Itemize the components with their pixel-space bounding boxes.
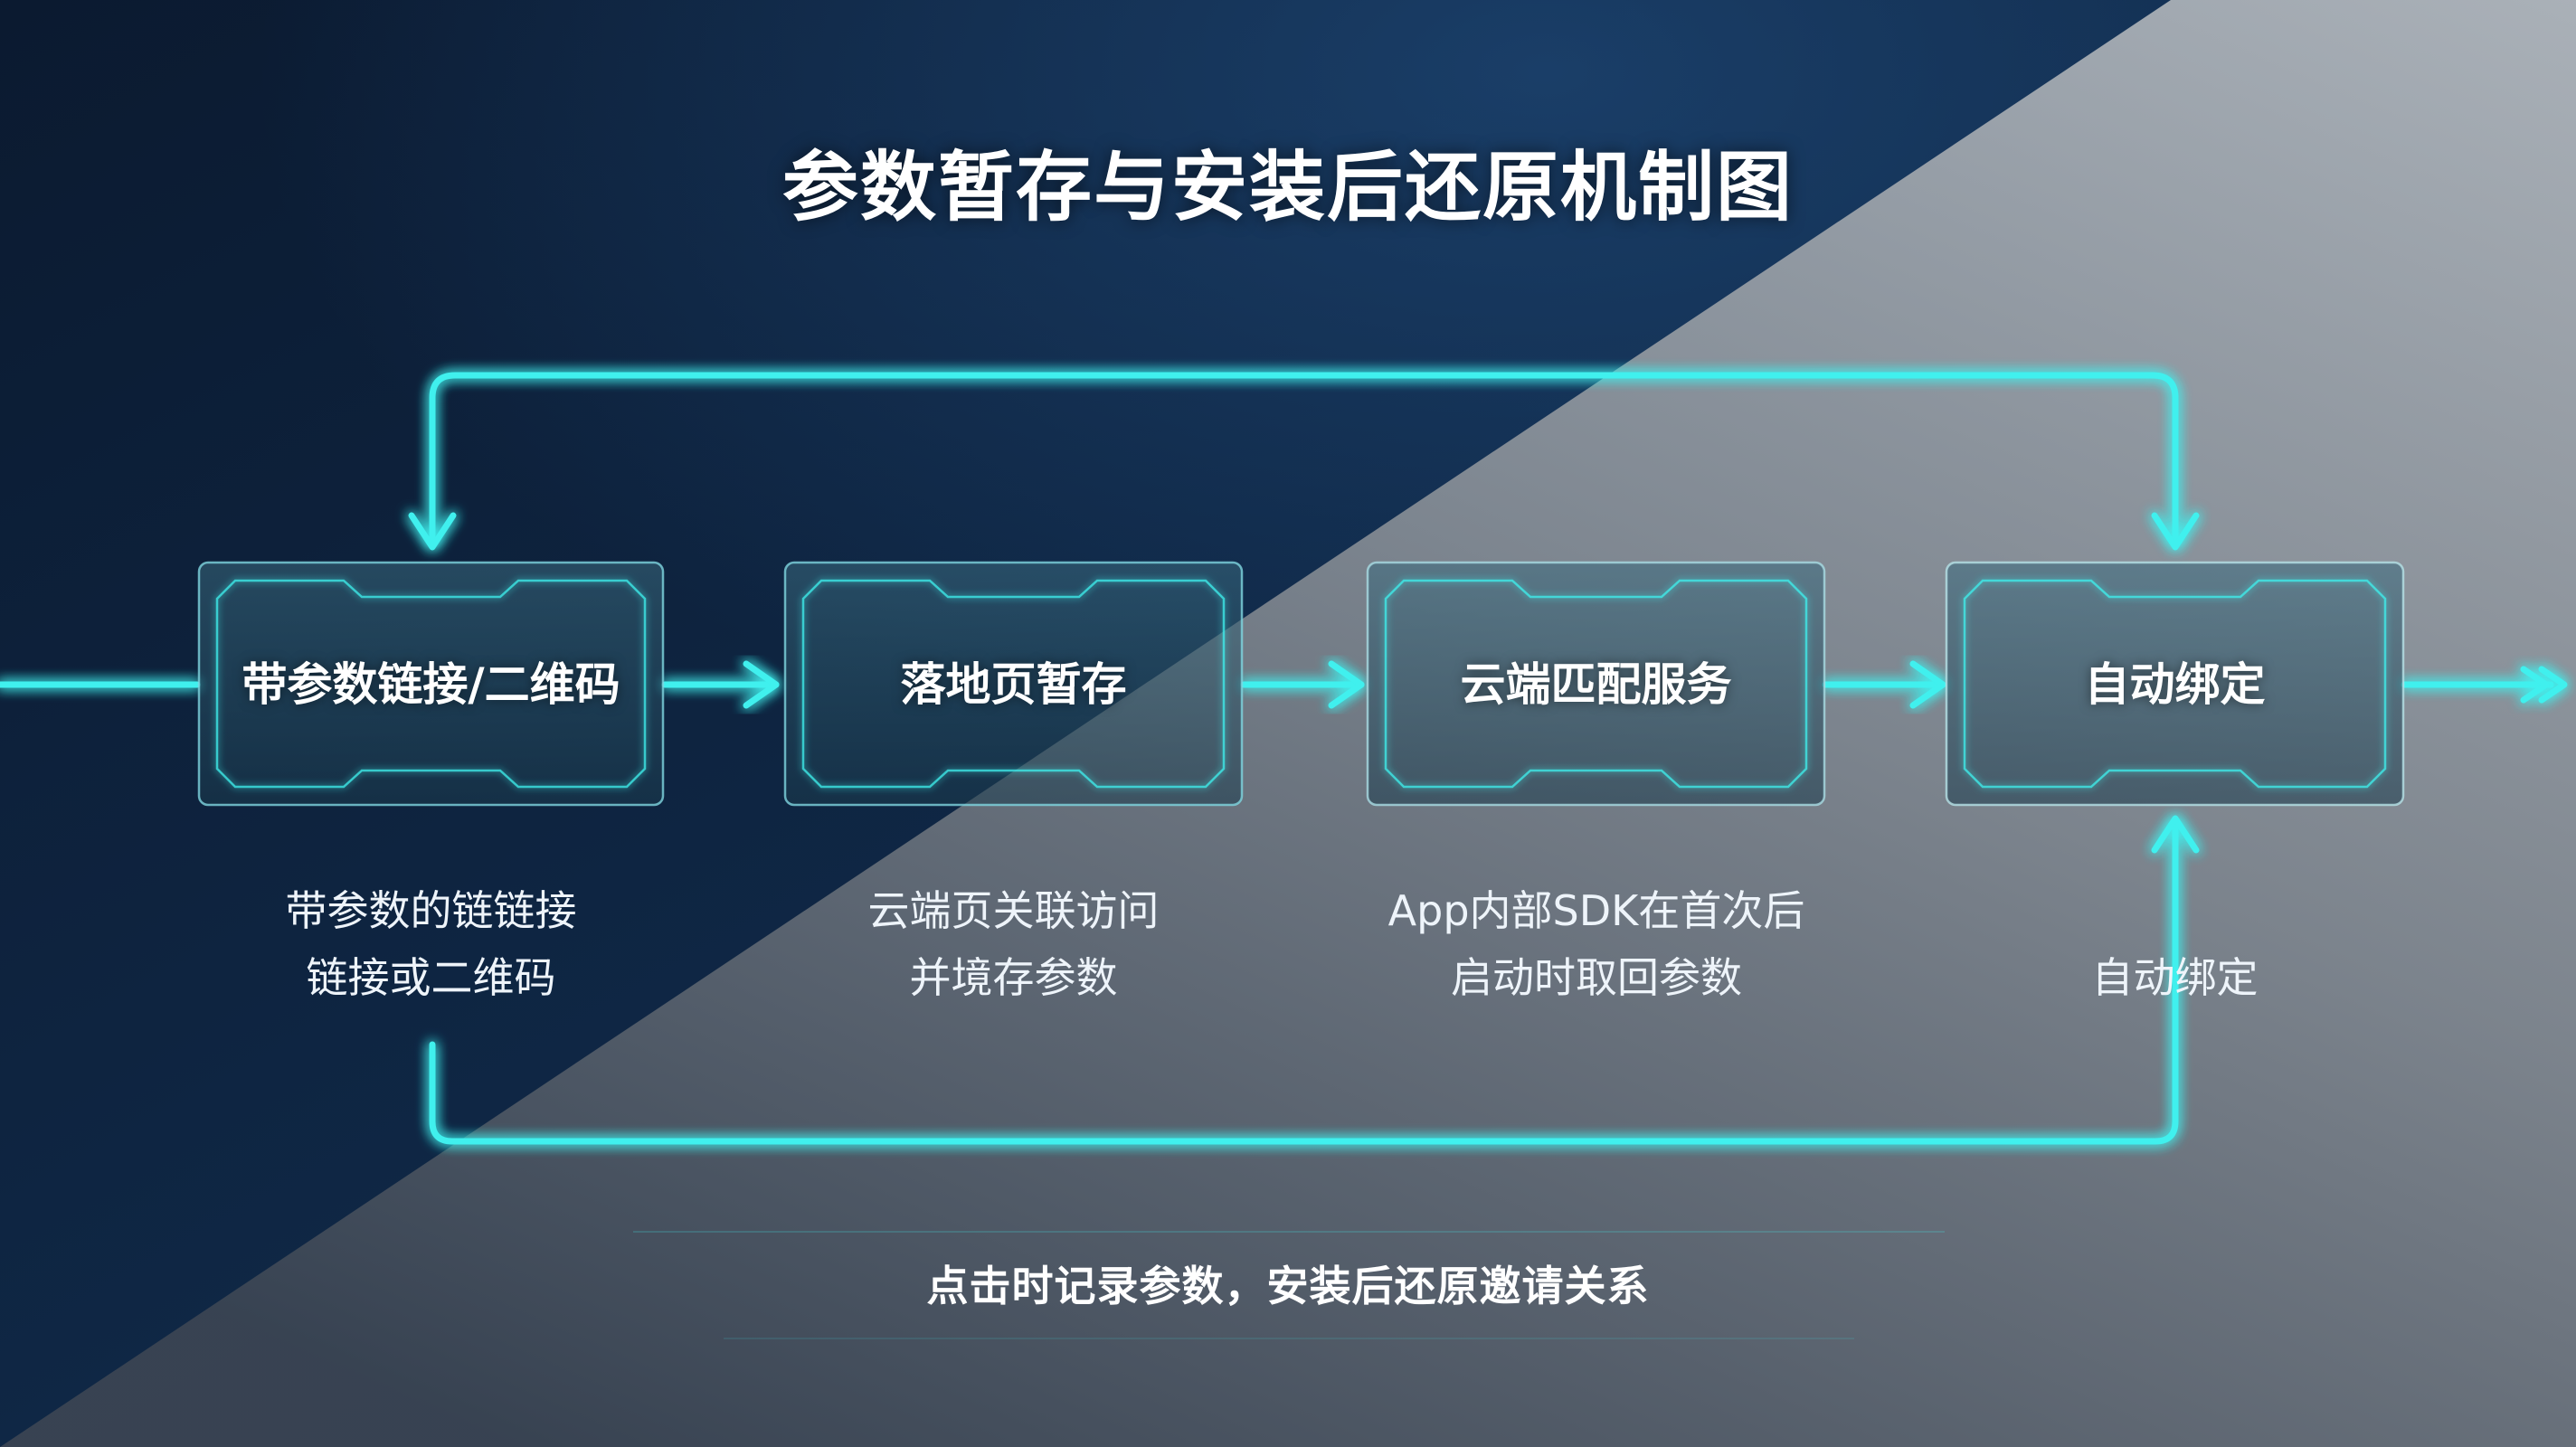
node-desc-3: App内部SDK在首次后 启动时取回参数 [1330,877,1863,1011]
node-desc-1-line-1: 带参数的链链接 [285,886,577,935]
node-label-2: 落地页暂存 [900,658,1127,711]
footer-caption: 点击时记录参数，安装后还原邀请关系 [926,1262,1650,1310]
flow-arrows [0,660,2568,709]
node-label-4: 自动绑定 [2084,658,2266,711]
diagram-title: 参数暂存与安装后还原机制图 [781,143,1794,232]
node-desc-1: 带参数的链链接 链接或二维码 [199,877,663,1011]
node-box-4 [1945,561,2405,807]
node-desc-2-line-1: 云端页关联访问 [867,886,1160,935]
top-loop-connector [408,372,2200,551]
node-desc-2-line-2: 并境存参数 [909,953,1118,1002]
node-desc-3-line-2: 启动时取回参数 [1451,953,1742,1002]
node-box-3 [1366,561,1826,807]
node-desc-3-line-1: App内部SDK在首次后 [1387,886,1805,935]
node-label-1: 带参数链接/二维码 [242,658,620,711]
bottom-loop-connector [429,815,2200,1145]
node-desc-1-line-2: 链接或二维码 [306,953,556,1002]
node-desc-4-line-1: 自动绑定 [2091,953,2259,1002]
node-desc-4: 自动绑定 [1946,944,2403,1011]
node-desc-2: 云端页关联访问 并境存参数 [785,877,1242,1011]
node-box-1 [197,561,665,807]
node-box-2 [783,561,1244,807]
node-label-3: 云端匹配服务 [1460,658,1732,711]
